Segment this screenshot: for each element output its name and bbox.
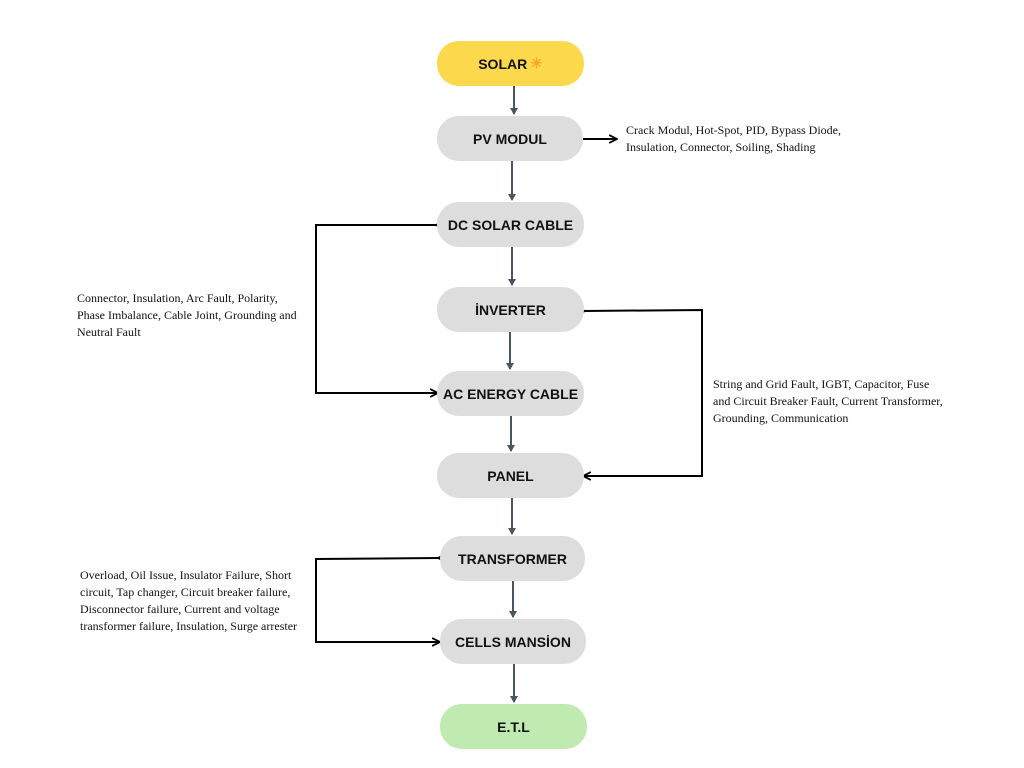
note-line: and Circuit Breaker Fault, Current Trans… [713, 394, 943, 408]
note-line: Grounding, Communication [713, 411, 849, 425]
node-panel: PANEL [437, 453, 584, 498]
node-etl: E.T.L [440, 704, 587, 749]
node-solar-label: SOLAR [478, 55, 528, 72]
note-inverter-panel-faults: String and Grid Fault, IGBT, Capacitor, … [713, 376, 1013, 427]
note-line: transformer failure, Insulation, Surge a… [80, 619, 298, 633]
loop-dc-ac-cables [315, 225, 437, 393]
node-ac-energy-cable: AC ENERGY CABLE [437, 371, 584, 416]
node-dc-solar-cable: DC SOLAR CABLE [437, 202, 584, 247]
note-line: Neutral Fault [77, 325, 141, 339]
node-transformer-label: TRANSFORMER [458, 550, 567, 567]
note-pv-modul-faults: Crack Modul, Hot-Spot, PID, Bypass Diode… [626, 122, 926, 156]
node-transformer: TRANSFORMER [440, 536, 585, 581]
node-pv-modul-label: PV MODUL [473, 130, 547, 147]
note-cable-faults: Connector, Insulation, Arc Fault, Polari… [77, 290, 313, 341]
note-line: Insulation, Connector, Soiling, Shading [626, 140, 816, 154]
node-ac-energy-cable-label: AC ENERGY CABLE [442, 385, 579, 402]
sun-icon: ☀ [530, 55, 543, 71]
node-solar: SOLAR ☀ [437, 41, 584, 86]
note-transformer-cells-faults: Overload, Oil Issue, Insulator Failure, … [80, 567, 313, 635]
note-line: Crack Modul, Hot-Spot, PID, Bypass Diode… [626, 123, 841, 137]
node-etl-label: E.T.L [497, 718, 530, 735]
note-line: Phase Imbalance, Cable Joint, Grounding … [77, 308, 297, 322]
loop-transformer-cells [315, 558, 439, 642]
loop-inverter-panel [584, 310, 703, 476]
note-line: Overload, Oil Issue, Insulator Failure, … [80, 568, 292, 582]
note-line: Connector, Insulation, Arc Fault, Polari… [77, 291, 278, 305]
node-cells-mansion: CELLS MANSİON [440, 619, 586, 664]
node-inverter-label: İNVERTER [475, 301, 546, 318]
node-cells-mansion-label: CELLS MANSİON [455, 633, 571, 650]
node-dc-solar-cable-label: DC SOLAR CABLE [447, 216, 574, 233]
node-panel-label: PANEL [487, 467, 534, 484]
node-pv-modul: PV MODUL [437, 116, 583, 161]
node-inverter: İNVERTER [437, 287, 584, 332]
note-line: circuit, Tap changer, Circuit breaker fa… [80, 585, 291, 599]
note-line: String and Grid Fault, IGBT, Capacitor, … [713, 377, 930, 391]
note-line: Disconnector failure, Current and voltag… [80, 602, 280, 616]
